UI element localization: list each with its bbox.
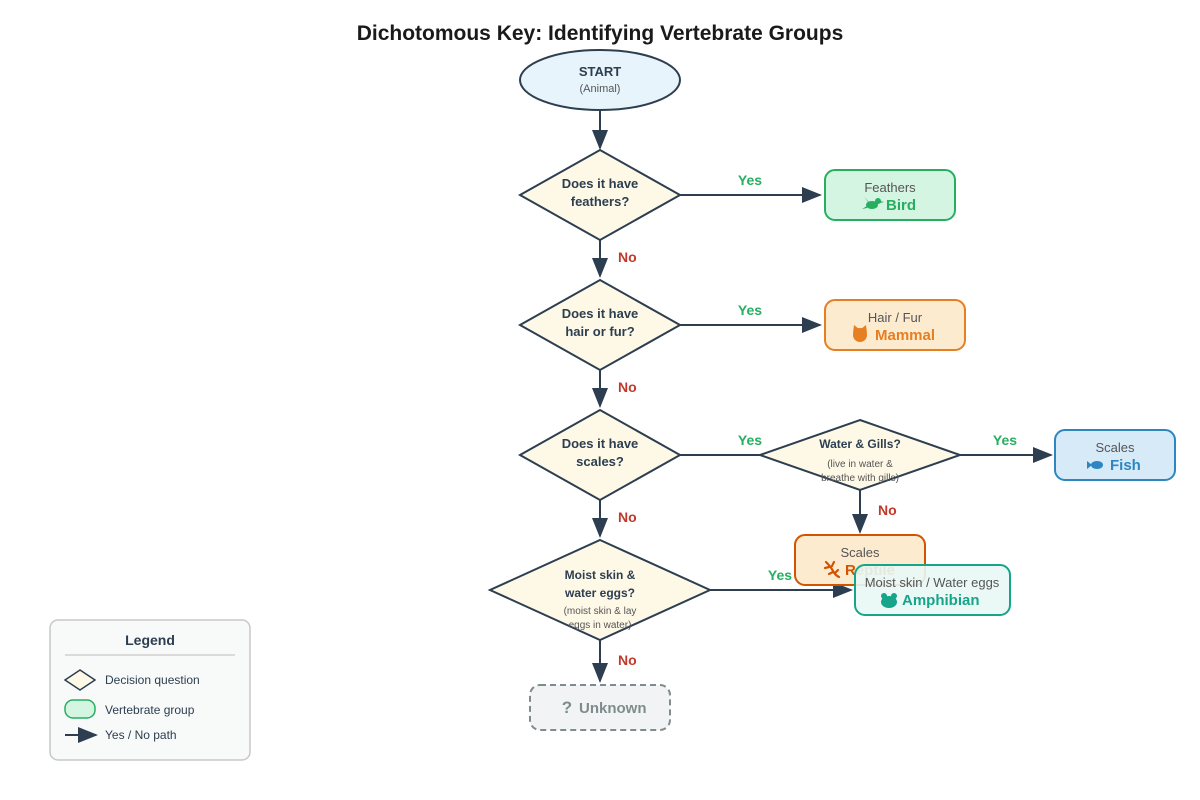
- no-label: No: [618, 249, 637, 265]
- diagram-title: Dichotomous Key: Identifying Vertebrate …: [357, 22, 844, 45]
- outcome-name: Bird: [886, 197, 916, 214]
- question-hint: (live in water &: [827, 459, 893, 470]
- question-text: hair or fur?: [565, 324, 634, 339]
- outcome-trait: Moist skin / Water eggs: [865, 575, 1000, 590]
- outcome-trait: Hair / Fur: [868, 310, 923, 325]
- outcome-trait: Scales: [840, 545, 880, 560]
- legend: Legend Decision question Vertebrate grou…: [49, 619, 251, 761]
- outcome-bird: Feathers Bird: [824, 169, 956, 221]
- question-hint: breathe with gills): [821, 473, 899, 484]
- question-scales: Does it have scales?: [517, 408, 683, 502]
- lizard-icon: [823, 560, 841, 579]
- fish-icon: [1087, 461, 1103, 469]
- bird-icon: [862, 197, 884, 209]
- question-text: feathers?: [571, 194, 630, 209]
- question-hint: (moist skin & lay: [564, 606, 637, 617]
- legend-title: Legend: [125, 632, 175, 648]
- edge-labels: Yes Yes Yes Yes Yes No No No No No: [618, 172, 1017, 668]
- question-text: Moist skin &: [565, 568, 636, 582]
- frog-icon: [881, 593, 897, 608]
- start-node: START (Animal): [519, 49, 681, 111]
- outcome-mammal: Hair / Fur Mammal: [824, 299, 966, 351]
- outcome-name: Mammal: [875, 327, 935, 344]
- no-label: No: [878, 502, 897, 518]
- question-icon: ?: [562, 698, 572, 717]
- no-label: No: [618, 509, 637, 525]
- yes-label: Yes: [768, 567, 792, 583]
- question-text: Does it have: [562, 176, 639, 191]
- start-label: START: [579, 64, 621, 79]
- question-text: scales?: [576, 454, 624, 469]
- legend-decision-label: Decision question: [105, 673, 200, 687]
- legend-path-label: Yes / No path: [105, 728, 177, 742]
- question-hint: eggs in water): [569, 620, 632, 631]
- edges: [592, 110, 1053, 683]
- question-text: water eggs?: [564, 586, 635, 600]
- outcome-trait: Feathers: [864, 180, 916, 195]
- question-text: Does it have: [562, 436, 639, 451]
- outcome-name: Fish: [1110, 457, 1141, 474]
- yes-label: Yes: [738, 302, 762, 318]
- outcome-name: Unknown: [579, 700, 647, 717]
- question-water-gills: Water & Gills? (live in water & breathe …: [756, 418, 964, 492]
- yes-label: Yes: [993, 432, 1017, 448]
- legend-diamond-swatch: [63, 669, 97, 691]
- outcome-fish: Scales Fish: [1054, 429, 1176, 481]
- yes-label: Yes: [738, 432, 762, 448]
- outcome-amphibian: Moist skin / Water eggs Amphibian: [854, 564, 1011, 616]
- outcome-name: Amphibian: [902, 592, 980, 609]
- legend-group-label: Vertebrate group: [105, 703, 195, 717]
- question-text: Water & Gills?: [819, 437, 901, 451]
- outcome-trait: Scales: [1095, 440, 1135, 455]
- question-hair: Does it have hair or fur?: [517, 278, 683, 372]
- question-text: Does it have: [562, 306, 639, 321]
- no-label: No: [618, 652, 637, 668]
- start-sub: (Animal): [580, 83, 621, 95]
- cat-icon: [853, 325, 867, 342]
- question-moist-skin: Moist skin & water eggs? (moist skin & l…: [487, 538, 713, 642]
- yes-label: Yes: [738, 172, 762, 188]
- outcome-unknown: ? Unknown: [529, 684, 671, 731]
- legend-group-swatch: [64, 699, 96, 719]
- no-label: No: [618, 379, 637, 395]
- question-feathers: Does it have feathers?: [517, 148, 683, 242]
